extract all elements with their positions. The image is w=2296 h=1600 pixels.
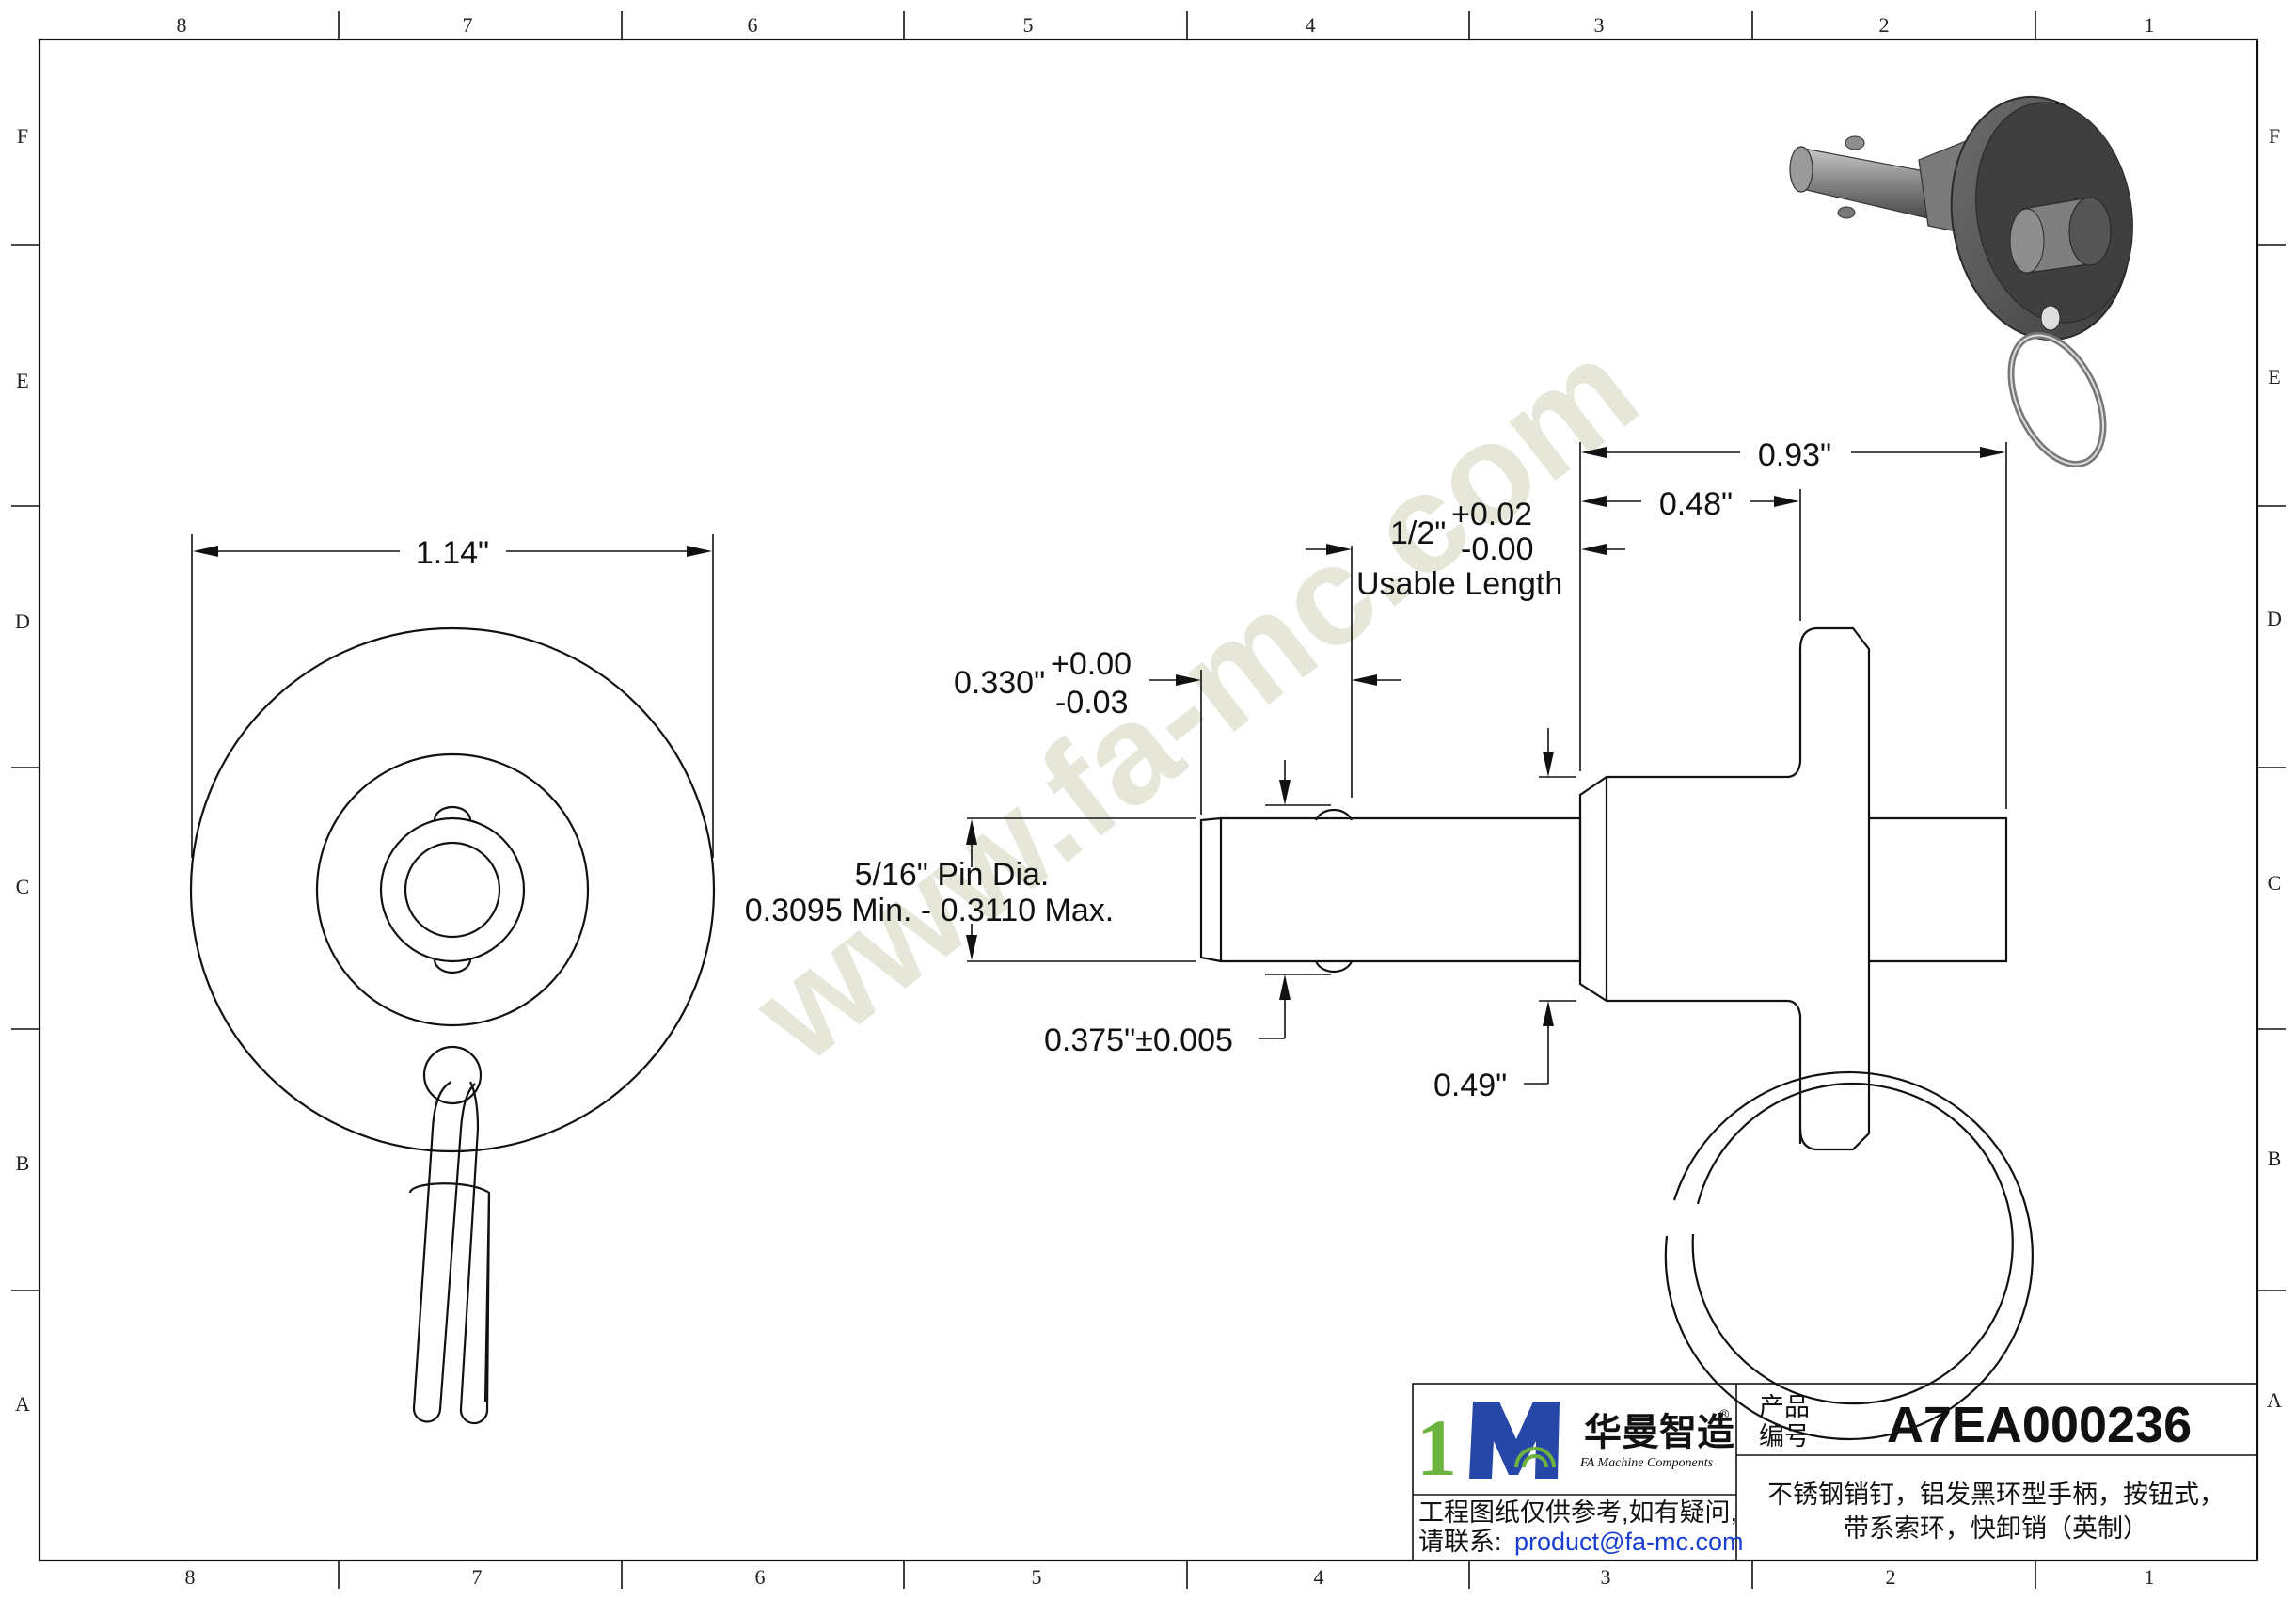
ball-position-main: 0.330" [954,665,1045,701]
row-label-b-right: B [2268,1147,2282,1170]
pin-dia-range: 0.3095 Min. - 0.3110 Max. [745,893,1114,928]
col-label-1: 1 [2145,13,2155,37]
zone-labels-top: 8 7 6 5 4 3 2 1 [177,13,2155,37]
col-label-2: 2 [1879,13,1890,37]
col-label-8: 8 [177,13,187,37]
isometric-view [1789,95,2133,468]
col-label-4-bottom: 4 [1314,1565,1324,1589]
pin-dia-label: 5/16" Pin Dia. [855,857,1050,893]
disclaimer-line2: 请联系: [1418,1528,1502,1556]
collar-diameter-label: 0.49" [1433,1068,1507,1103]
company-name-en: FA Machine Components [1579,1456,1714,1470]
zone-labels-right: F E D C B A [2267,124,2282,1412]
dim-ball-diameter: 0.375"±0.005 [1044,760,1331,1058]
overall-diameter-label: 1.14" [416,535,489,571]
total-length-label: 0.93" [1758,437,1831,473]
ball-position-plus: +0.00 [1051,646,1132,682]
company-name-cn: 华曼智造 [1584,1412,1734,1453]
row-label-e: E [16,369,28,392]
col-label-3-bottom: 3 [1601,1565,1611,1589]
usable-length-main: 1/2" [1390,515,1446,551]
product-no-label-2: 编号 [1759,1422,1810,1450]
sheet-border [11,11,2286,1589]
logo-mark-letter [1469,1402,1560,1479]
registered-mark: ® [1719,1406,1730,1421]
side-view [1199,626,2034,1441]
row-label-b: B [16,1151,30,1175]
dim-collar-diameter: 0.49" [1433,728,1576,1103]
row-label-f: F [17,124,28,148]
col-label-6: 6 [748,13,758,37]
zone-labels-bottom: 8 7 6 5 4 3 2 1 [185,1565,2155,1589]
dim-usable-length: 1/2" +0.02 -0.00 Usable Length [1306,497,1625,798]
col-label-6-bottom: 6 [755,1565,766,1589]
col-label-8-bottom: 8 [185,1565,196,1589]
watermark: www.fa-mc.com [724,309,1665,1092]
front-view [189,626,716,1425]
row-label-c: C [16,875,30,898]
disclaimer-line1: 工程图纸仅供参考,如有疑问, [1418,1498,1737,1527]
title-block: 1 华曼智造 ® FA Machine Components 工程图纸仅供参考,… [1412,1383,2258,1561]
row-label-f-right: F [2269,124,2280,148]
row-label-c-right: C [2268,871,2282,895]
usable-length-minus: -0.00 [1461,531,1534,567]
col-label-3: 3 [1594,13,1605,37]
dim-handle-to-shoulder: 0.48" [1581,486,1801,621]
company-logo: 1 华曼智造 ® FA Machine Components [1417,1402,1734,1493]
dim-ball-position: 0.330" +0.00 -0.03 [954,646,1401,815]
col-label-1-bottom: 1 [2145,1565,2155,1589]
contact-email-link[interactable]: product@fa-mc.com [1514,1528,1743,1556]
dim-total-length: 0.93" [1579,437,2007,809]
row-label-e-right: E [2268,365,2280,388]
product-no-label-1: 产品 [1759,1393,1810,1421]
col-label-4: 4 [1306,13,1316,37]
row-label-a-right: A [2267,1388,2282,1412]
logo-mark-digit: 1 [1417,1402,1457,1493]
row-label-d-right: D [2267,607,2282,630]
handle-to-shoulder-label: 0.48" [1659,486,1733,522]
row-label-a: A [15,1392,30,1416]
usable-length-plus: +0.02 [1451,497,1532,532]
col-label-7: 7 [463,13,473,37]
col-label-5: 5 [1023,13,1034,37]
description-line2: 带系索环，快卸销（英制） [1844,1514,2148,1543]
col-label-5-bottom: 5 [1032,1565,1042,1589]
zone-labels-left: F E D C B A [15,124,30,1416]
col-label-7-bottom: 7 [472,1565,483,1589]
ball-diameter-label: 0.375"±0.005 [1044,1022,1233,1058]
ball-position-minus: -0.03 [1055,685,1129,721]
row-label-d: D [15,610,30,633]
usable-length-caption: Usable Length [1356,566,1562,602]
dim-pin-diameter: 5/16" Pin Dia. 0.3095 Min. - 0.3110 Max. [745,817,1196,962]
col-label-2-bottom: 2 [1886,1565,1896,1589]
dim-overall-diameter: 1.14" [191,534,714,858]
description-line1: 不锈钢销钉，铝发黑环型手柄，按钮式， [1767,1481,2225,1509]
product-number: A7EA000236 [1887,1397,2192,1453]
